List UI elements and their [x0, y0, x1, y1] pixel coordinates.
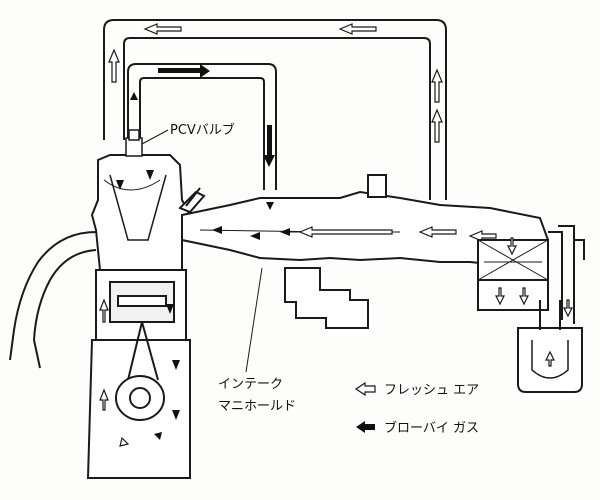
intake-manifold-label-line1: インテーク [218, 377, 283, 392]
right-side-pipes [548, 225, 585, 324]
crankcase [86, 269, 191, 479]
separator-tank [517, 300, 583, 393]
intake-manifold-label-line2: マニホールド [218, 399, 296, 414]
exhaust-pipe [9, 231, 97, 369]
manifold-lower-block [284, 267, 369, 329]
legend: フレッシュ エア ブローバイ ガス [354, 381, 479, 436]
pcv-hose [127, 63, 277, 190]
fresh-air-hose [103, 19, 447, 200]
fresh-air-icon [354, 381, 376, 397]
pcv-valve [125, 129, 143, 157]
legend-fresh-air: フレッシュ エア [384, 383, 479, 398]
fresh-air-arrows-manifold [298, 226, 497, 242]
blowby-gas-icon [356, 421, 375, 433]
fresh-air-arrows-cleaner [495, 237, 529, 306]
fresh-air-arrows-crankcase [99, 298, 130, 447]
blowby-arrows-crankcase [116, 170, 180, 440]
legend-blowby-gas: ブローバイ ガス [384, 420, 479, 436]
engine-head [90, 154, 192, 271]
intake-manifold-leader [245, 267, 263, 373]
fresh-air-arrows-tank [545, 350, 555, 367]
blowby-arrows-manifold [212, 202, 290, 240]
pcv-valve-leader [141, 129, 169, 145]
blowby-arrows-pcv [130, 64, 275, 167]
fresh-air-arrows-right [563, 299, 573, 318]
fresh-air-arrows-top [108, 23, 443, 143]
pcv-valve-label: PCVバルブ [170, 122, 235, 138]
